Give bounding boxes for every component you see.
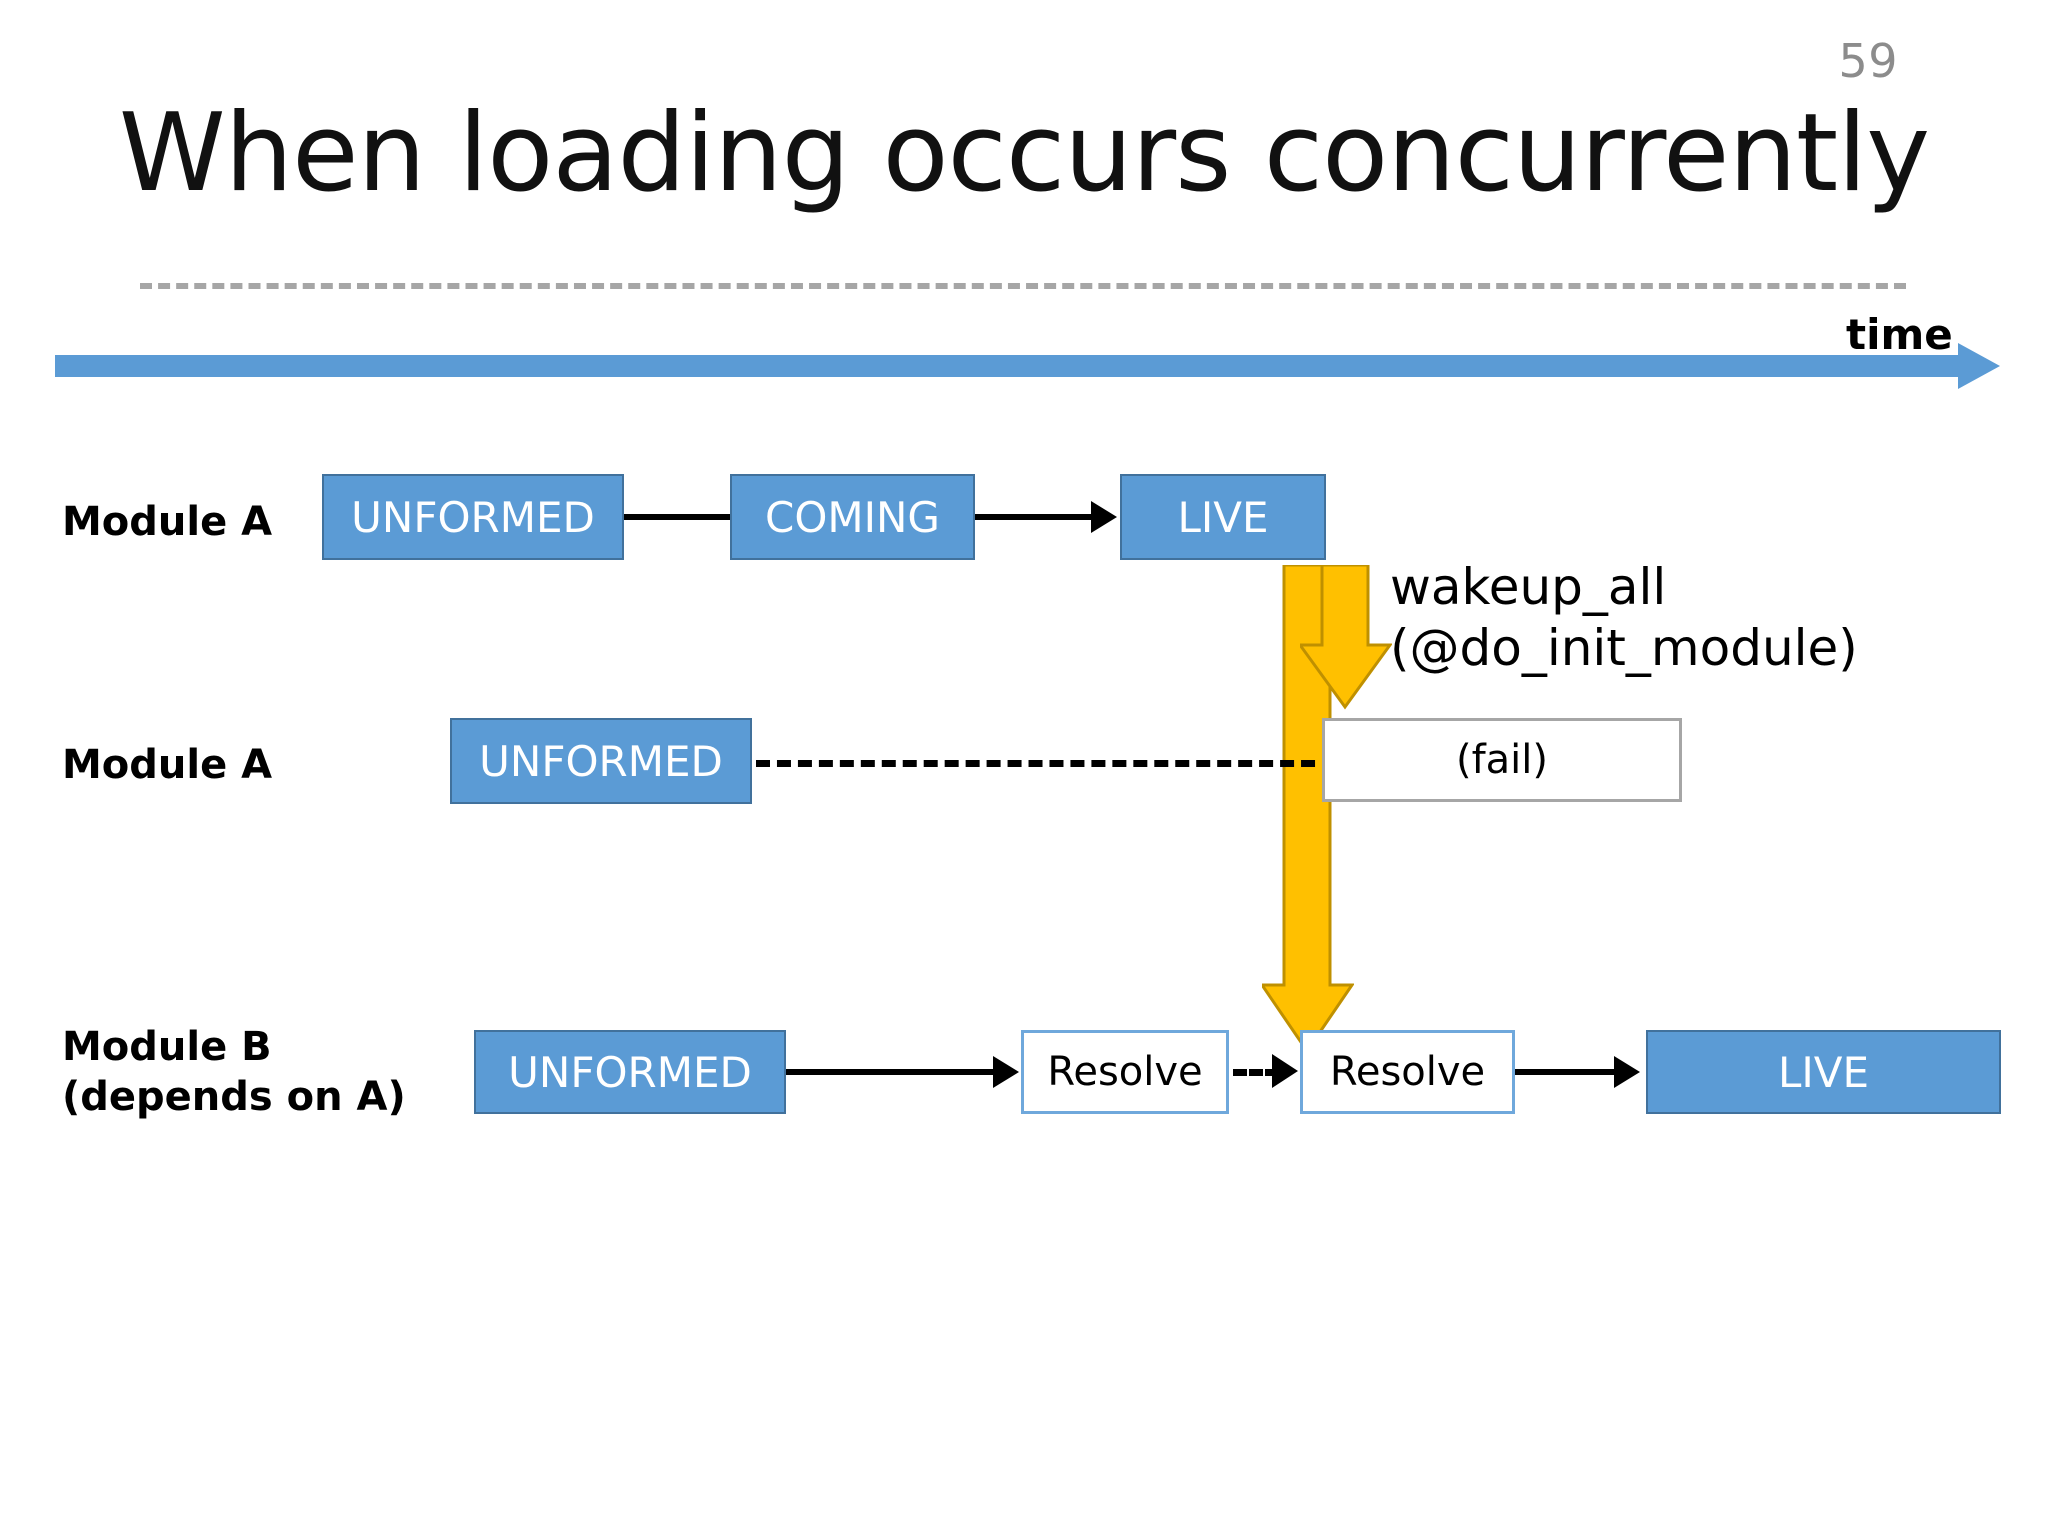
wakeup-annotation: wakeup_all (@do_init_module) (1390, 558, 1858, 677)
arrowhead-icon-a1-live (1091, 501, 1117, 533)
time-axis-arrowhead-icon (1958, 343, 2000, 389)
state-box-module-a-second-unformed[interactable]: UNFORMED (450, 718, 752, 804)
state-box-module-a-first-live[interactable]: LIVE (1120, 474, 1326, 560)
state-box-module-a-second-fail[interactable]: (fail) (1322, 718, 1682, 802)
wakeup-arrow-short-icon (1300, 565, 1392, 710)
state-box-module-b-live[interactable]: LIVE (1646, 1030, 2001, 1114)
time-axis-shaft (55, 355, 1960, 377)
time-axis-label: time (1846, 310, 1953, 359)
row-label-module-a-first: Module A (62, 499, 273, 545)
arrowhead-icon-b-resolve1 (993, 1056, 1019, 1088)
title-divider (140, 283, 1906, 289)
page-title: When loading occurs concurrently (118, 91, 1930, 216)
state-box-module-b-resolve-2[interactable]: Resolve (1300, 1030, 1515, 1114)
row-label-module-a-second: Module A (62, 742, 273, 788)
connector-b-resolve2-to-live (1515, 1069, 1615, 1075)
connector-a1-coming-to-live (975, 514, 1093, 520)
state-box-module-b-resolve-1[interactable]: Resolve (1021, 1030, 1229, 1114)
state-box-module-b-unformed[interactable]: UNFORMED (474, 1030, 786, 1114)
page-number: 59 (1838, 34, 1898, 88)
connector-b-resolve1-to-resolve2 (1233, 1069, 1279, 1076)
connector-b-unformed-to-resolve1 (786, 1069, 994, 1075)
arrowhead-icon-b-live (1614, 1056, 1640, 1088)
connector-a1-unformed-to-coming (624, 514, 732, 520)
connector-a2-unformed-to-fail (756, 760, 1336, 767)
state-box-module-a-first-unformed[interactable]: UNFORMED (322, 474, 624, 560)
state-box-module-a-first-coming[interactable]: COMING (730, 474, 975, 560)
arrowhead-icon-b-resolve2 (1272, 1054, 1298, 1088)
row-label-module-b: Module B (depends on A) (62, 1024, 406, 1120)
